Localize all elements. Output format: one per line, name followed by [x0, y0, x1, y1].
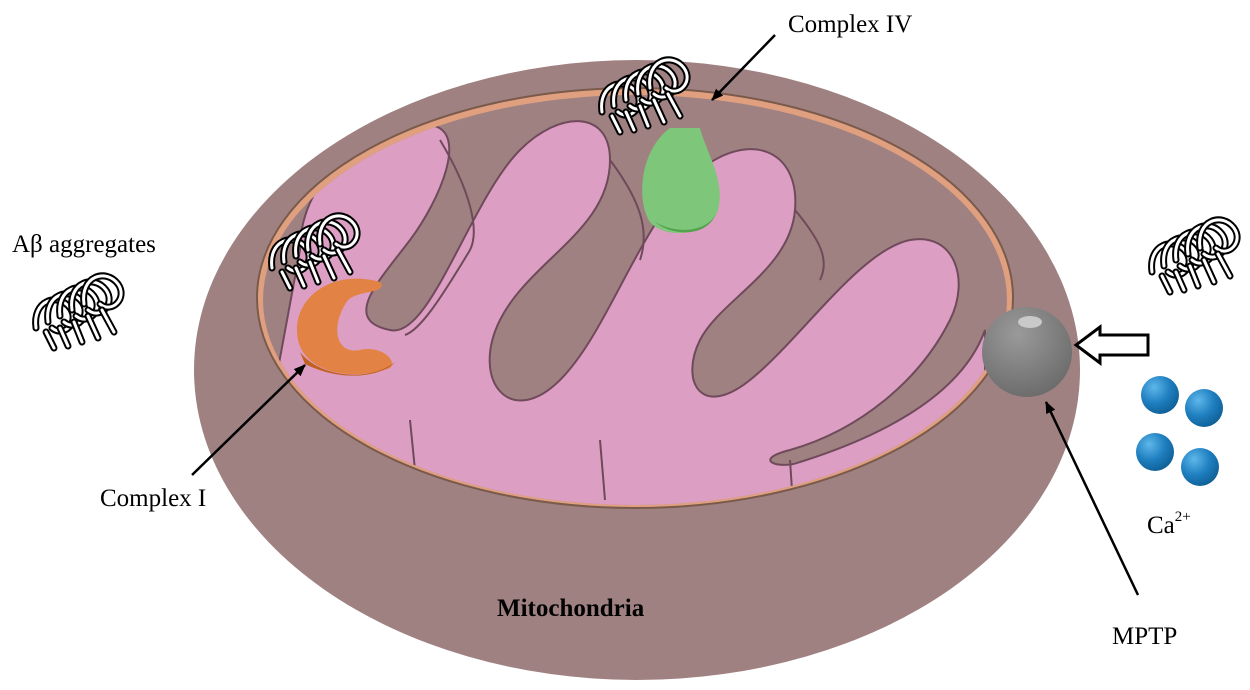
abeta-aggregate-free	[36, 276, 122, 348]
label-complex-i: Complex I	[100, 486, 206, 511]
abeta-aggregate-right	[1152, 220, 1238, 292]
label-complex-iv: Complex IV	[788, 12, 912, 37]
influx-arrow	[1076, 327, 1148, 363]
label-calcium-charge: 2+	[1175, 509, 1191, 525]
arrow-mptp	[1046, 402, 1138, 595]
label-mptp: MPTP	[1112, 624, 1177, 649]
label-abeta-aggregates: Aβ aggregates	[12, 232, 156, 257]
label-calcium-base: Ca	[1147, 512, 1175, 539]
calcium-ions	[1136, 376, 1223, 486]
label-calcium: Ca2+	[1147, 513, 1191, 538]
mptp-pore	[982, 307, 1072, 397]
label-mitochondria: Mitochondria	[497, 596, 644, 621]
